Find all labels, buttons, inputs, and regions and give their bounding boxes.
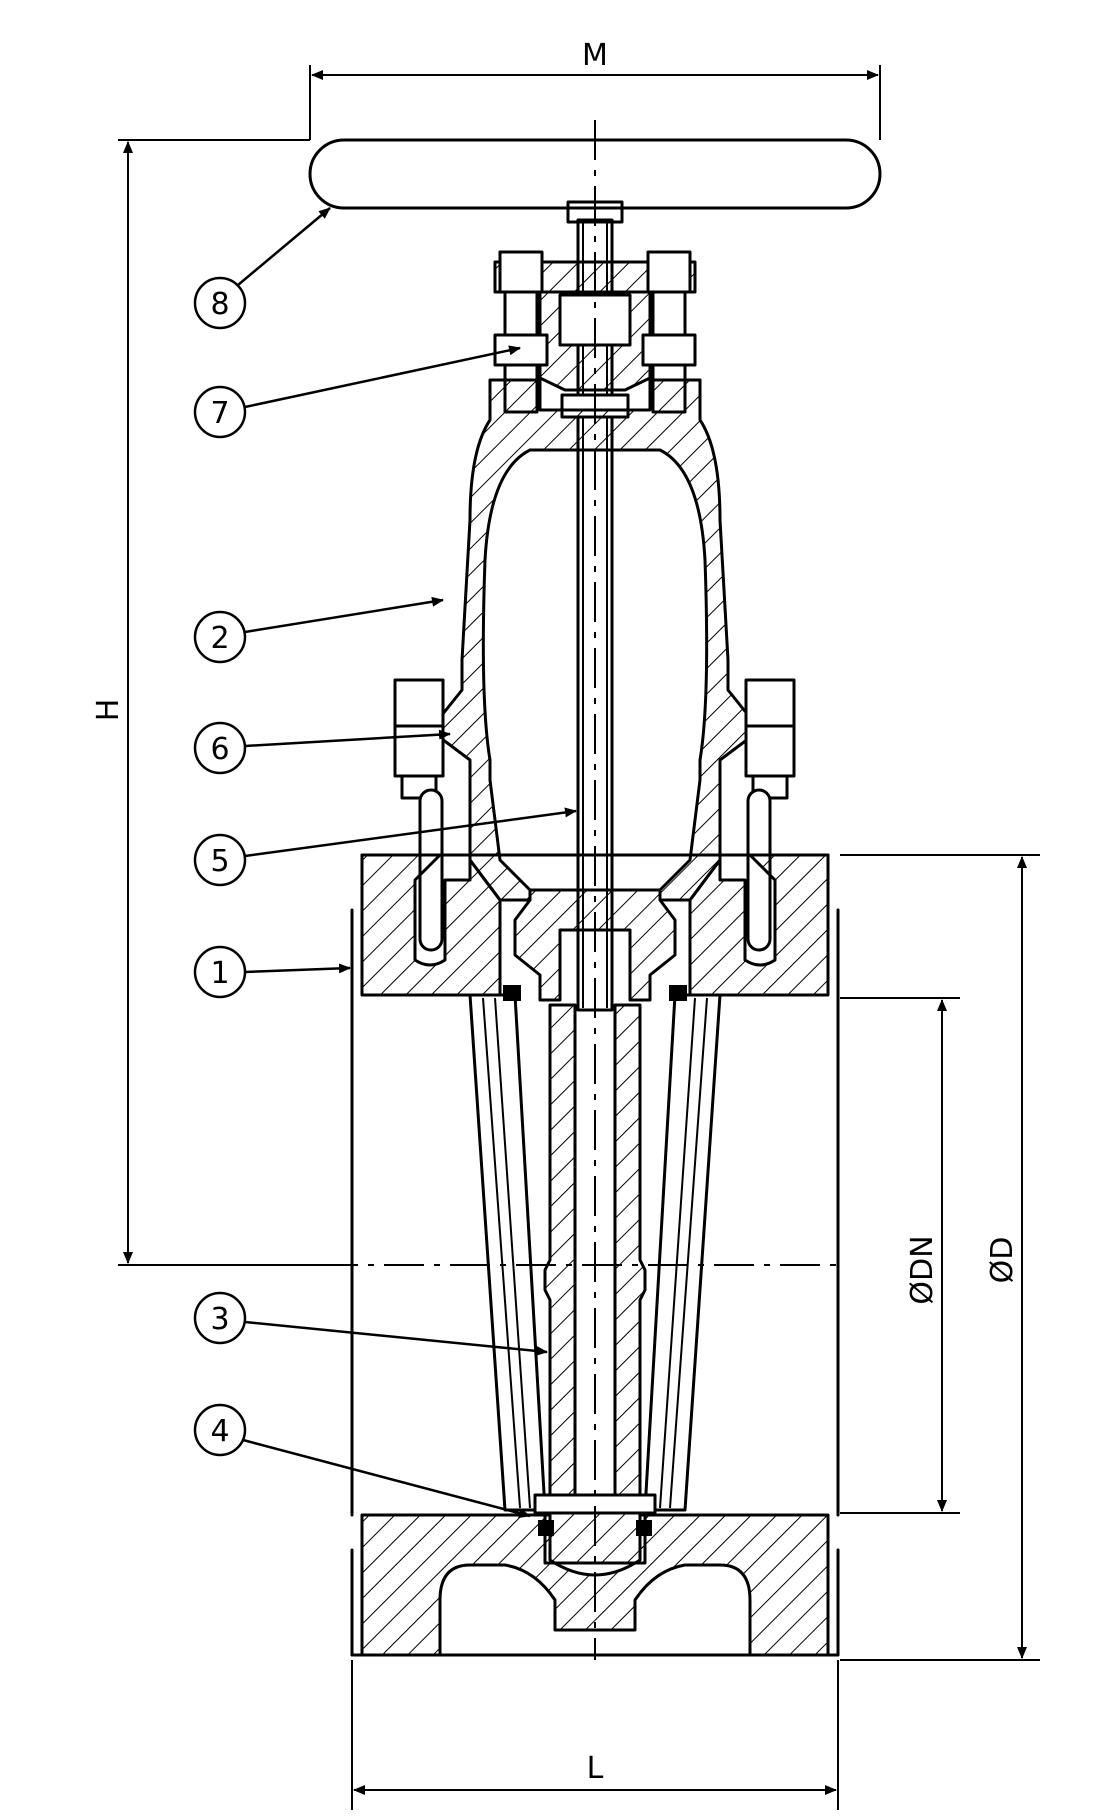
callout-8: 8 [193, 207, 331, 330]
dimension-M: M [309, 38, 881, 140]
callout-2: 2 [193, 596, 444, 664]
dimension-DN: ØDN [840, 997, 960, 1514]
dimension-L-label: L [587, 1751, 604, 1786]
bonnet-bolt-right [744, 678, 796, 952]
callout-8-label: 8 [210, 287, 229, 322]
dimension-D-label: ØD [985, 1237, 1020, 1284]
callout-7-label: 7 [210, 396, 229, 431]
callout-3: 3 [193, 1291, 548, 1356]
dimension-H: H [91, 139, 350, 1266]
callout-5-label: 5 [210, 844, 229, 879]
dimension-D: ØD [840, 854, 1040, 1661]
dimension-DN-label: ØDN [905, 1235, 940, 1304]
dimension-L: L [351, 1660, 839, 1810]
callout-6-label: 6 [210, 732, 229, 767]
callout-1-label: 1 [210, 956, 229, 991]
dimension-H-label: H [91, 699, 126, 722]
dimension-M-label: M [582, 38, 608, 73]
callout-4: 4 [193, 1403, 531, 1519]
callout-2-label: 2 [210, 621, 229, 656]
callout-6: 6 [193, 721, 451, 775]
callout-4-label: 4 [210, 1414, 229, 1449]
callout-1: 1 [193, 945, 351, 999]
callout-7: 7 [193, 345, 521, 439]
callout-3-label: 3 [210, 1302, 229, 1337]
callout-5: 5 [193, 807, 577, 887]
